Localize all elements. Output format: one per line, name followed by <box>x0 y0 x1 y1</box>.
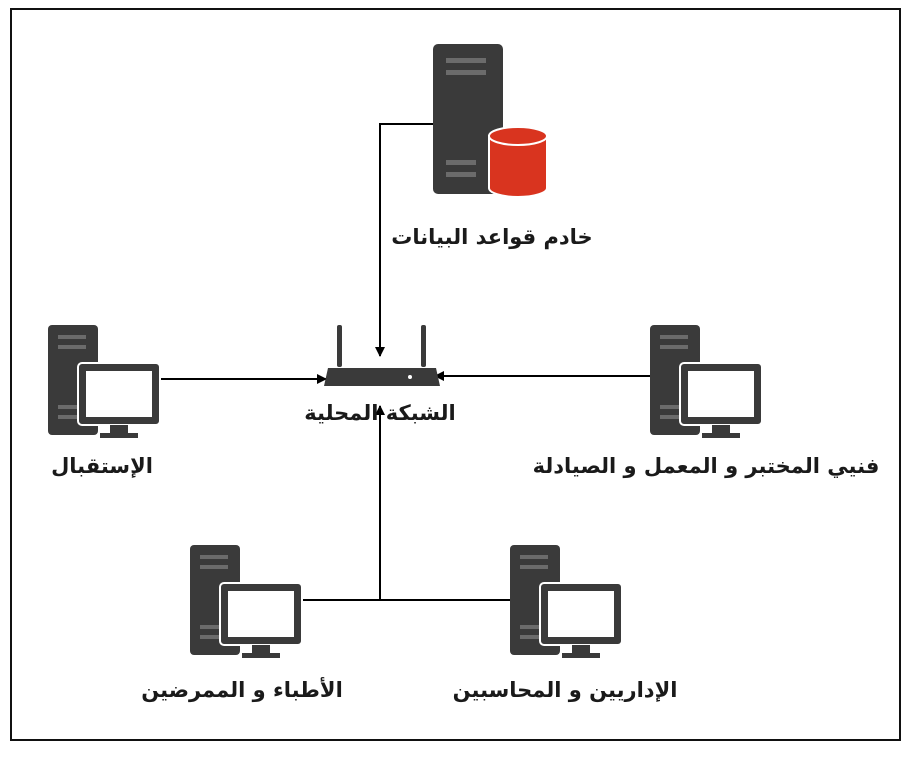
workstation-doctors-icon <box>189 544 303 659</box>
diagram-frame <box>10 8 901 741</box>
doctors-nurses-label: الأطباء و الممرضين <box>141 676 343 702</box>
workstation-admin-icon <box>509 544 623 659</box>
router-label: الشبكة المحلية <box>304 401 455 425</box>
workstation-reception-icon <box>47 324 161 439</box>
database-server-icon <box>433 44 548 198</box>
db-server-label: خادم قواعد البيانات <box>391 225 592 249</box>
link-db-to-network <box>375 123 433 357</box>
router-icon <box>324 325 440 386</box>
lab-technicians-label: فنيي المختبر و المعمل و الصيادلة <box>533 454 880 478</box>
admins-accountants-label: الإداريين و المحاسبين <box>453 678 678 702</box>
reception-label: الإستقبال <box>51 454 153 478</box>
workstation-lab-icon <box>649 324 763 439</box>
connections <box>155 123 653 601</box>
